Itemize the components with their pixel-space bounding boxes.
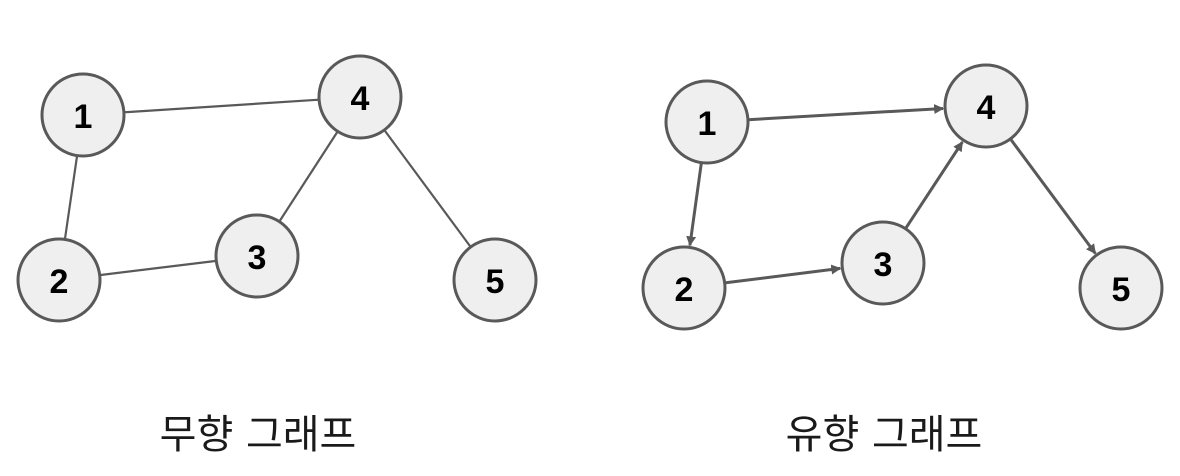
undirected-node-circle-3 — [214, 213, 300, 299]
directed-node-circle-5 — [1078, 245, 1164, 331]
directed-edge-4-5 — [1009, 138, 1097, 255]
directed-edge-1-2 — [686, 162, 703, 247]
directed-node-circle-1 — [664, 79, 750, 165]
directed-node-label-3: 3 — [874, 246, 893, 284]
directed-node-circle-4 — [943, 63, 1029, 149]
undirected-node-circle-5 — [452, 237, 538, 323]
undirected-node-2: 2 — [16, 237, 102, 323]
directed-graph: 1 2 3 4 5 유향 그래프 — [641, 63, 1164, 458]
undirected-graph-caption: 무향 그래프 — [160, 412, 357, 458]
directed-node-2: 2 — [641, 245, 727, 331]
undirected-node-circle-1 — [40, 72, 126, 158]
directed-node-circle-2 — [641, 245, 727, 331]
undirected-node-3: 3 — [214, 213, 300, 299]
undirected-graph: 1 2 3 4 5 무향 그래프 — [16, 54, 538, 458]
directed-edge-3-4 — [904, 141, 964, 230]
directed-node-label-1: 1 — [698, 105, 717, 143]
directed-node-label-2: 2 — [675, 271, 694, 309]
undirected-node-label-3: 3 — [248, 239, 267, 277]
undirected-graph-edges — [63, 98, 472, 277]
directed-edge-1-4 — [747, 104, 945, 122]
directed-node-4: 4 — [943, 63, 1029, 149]
undirected-edge-3-4 — [278, 130, 339, 223]
directed-graph-caption: 유향 그래프 — [786, 412, 983, 458]
undirected-node-label-2: 2 — [50, 263, 69, 301]
undirected-graph-nodes: 1 2 3 4 5 — [16, 54, 538, 323]
undirected-node-4: 4 — [317, 54, 403, 140]
directed-edge-2-3 — [724, 264, 842, 285]
undirected-node-circle-4 — [317, 54, 403, 140]
undirected-edge-2-3 — [99, 259, 217, 277]
directed-node-label-5: 5 — [1112, 271, 1131, 309]
undirected-edge-1-4 — [123, 98, 320, 114]
directed-node-circle-3 — [840, 220, 926, 306]
directed-graph-edges — [686, 104, 1097, 285]
directed-node-1: 1 — [664, 79, 750, 165]
directed-node-label-4: 4 — [977, 89, 996, 127]
undirected-node-label-4: 4 — [351, 80, 370, 118]
undirected-edge-4-5 — [383, 129, 472, 248]
undirected-node-label-5: 5 — [486, 263, 505, 301]
undirected-node-1: 1 — [40, 72, 126, 158]
directed-graph-nodes: 1 2 3 4 5 — [641, 63, 1164, 331]
undirected-node-label-1: 1 — [74, 98, 93, 136]
undirected-node-circle-2 — [16, 237, 102, 323]
undirected-node-5: 5 — [452, 237, 538, 323]
directed-node-3: 3 — [840, 220, 926, 306]
directed-node-5: 5 — [1078, 245, 1164, 331]
undirected-edge-1-2 — [63, 155, 79, 240]
